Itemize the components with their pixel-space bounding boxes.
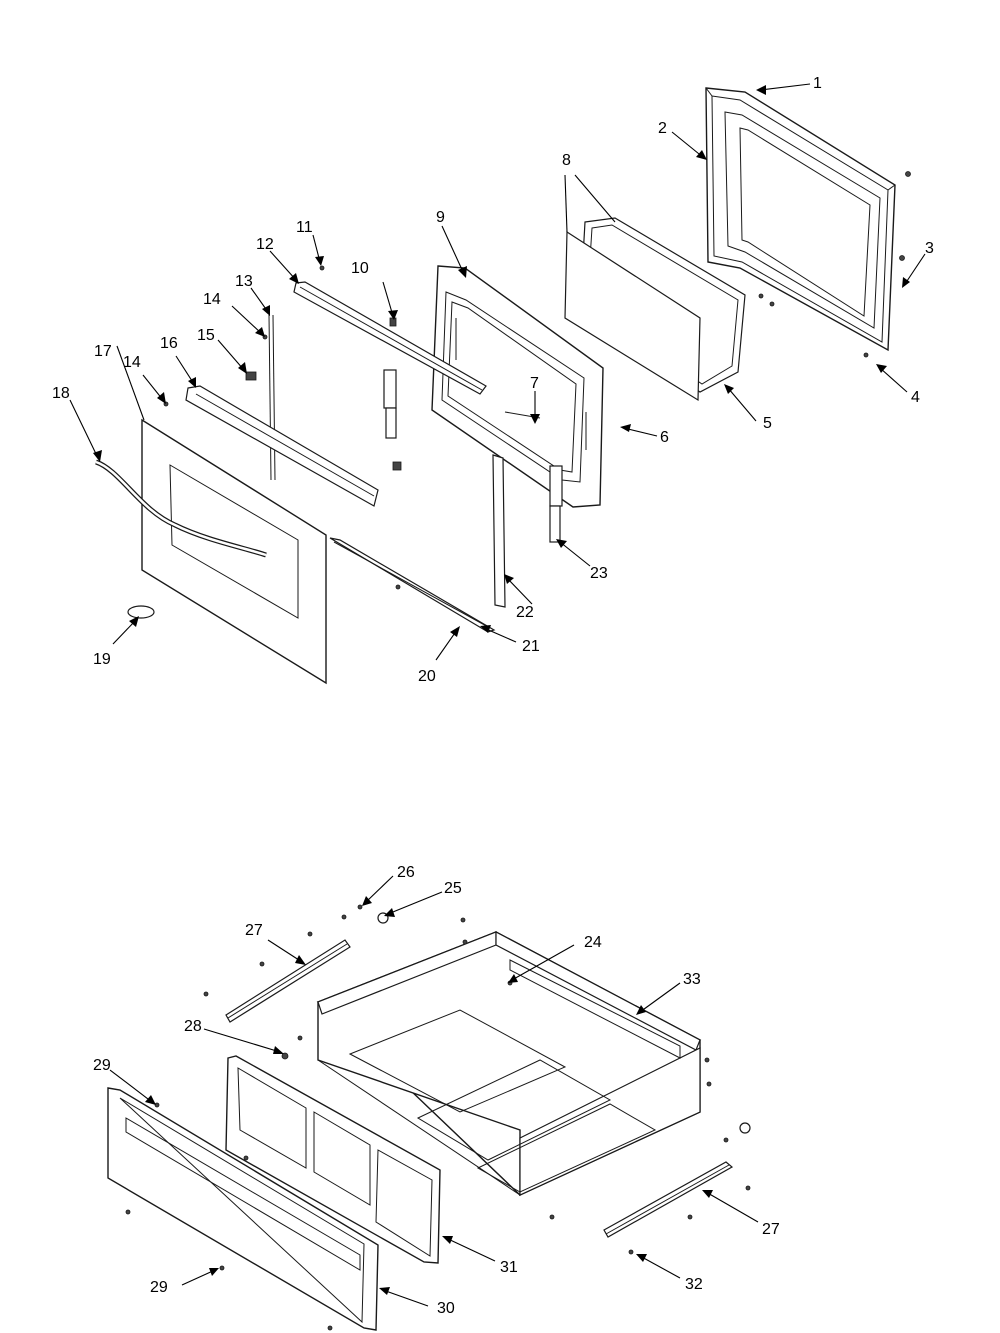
drawer-slide-left <box>225 939 351 1023</box>
door-handle <box>95 459 267 558</box>
callout-22: 22 <box>516 604 534 621</box>
door-glass-panes <box>564 217 746 402</box>
callout-21: 21 <box>522 638 540 655</box>
door-outer-panel <box>141 418 327 685</box>
callout-13: 13 <box>235 273 253 290</box>
callout-10: 10 <box>351 260 369 277</box>
callout-32: 32 <box>685 1276 703 1293</box>
door-vertical-rod <box>268 314 272 481</box>
drawer-box <box>316 931 702 1197</box>
callout-12: 12 <box>256 236 274 253</box>
drawer-slide-right <box>603 1161 734 1238</box>
callout-31: 31 <box>500 1259 518 1276</box>
door-inner-liner <box>705 87 896 352</box>
door-bumper <box>245 371 257 381</box>
callout-30: 30 <box>437 1300 455 1317</box>
callout-numbers: 1 2 3 4 5 6 7 8 9 10 11 12 13 14 14 15 1… <box>52 75 934 1317</box>
callout-7: 7 <box>530 375 539 392</box>
callout-6: 6 <box>660 429 669 446</box>
door-bottom-rail <box>329 537 496 633</box>
callout-24: 24 <box>584 934 602 951</box>
callout-16: 16 <box>160 335 178 352</box>
callout-18: 18 <box>52 385 70 402</box>
callout-14-upper: 14 <box>203 291 221 308</box>
callout-2: 2 <box>658 120 667 137</box>
callout-5: 5 <box>763 415 772 432</box>
door-top-trim <box>293 281 487 395</box>
callout-27-left: 27 <box>245 922 263 939</box>
callout-9: 9 <box>436 209 445 226</box>
door-screw <box>319 265 325 271</box>
callout-4: 4 <box>911 389 920 406</box>
callout-20: 20 <box>418 668 436 685</box>
door-clip-part <box>389 317 397 327</box>
drawer-roller-right <box>739 1122 751 1134</box>
door-hinge-left <box>383 369 402 471</box>
callout-15: 15 <box>197 327 215 344</box>
callout-28: 28 <box>184 1018 202 1035</box>
callout-17: 17 <box>94 343 112 360</box>
callout-23: 23 <box>590 565 608 582</box>
callout-11: 11 <box>296 219 313 236</box>
door-hinge-right <box>549 465 563 543</box>
drawer-assembly <box>107 904 751 1331</box>
door-vent-channel <box>185 385 379 507</box>
oven-door-assembly <box>95 87 911 685</box>
callout-29-upper: 29 <box>93 1057 111 1074</box>
callout-19: 19 <box>93 651 111 668</box>
callout-leaders <box>69 83 926 1307</box>
drawer-front-panel <box>107 1087 379 1331</box>
door-badge <box>127 605 155 619</box>
door-vertical-strip <box>492 454 506 608</box>
callout-26: 26 <box>397 864 415 881</box>
callout-29-lower: 29 <box>150 1279 168 1296</box>
callout-1: 1 <box>813 75 822 92</box>
callout-33: 33 <box>683 971 701 988</box>
callout-3: 3 <box>925 240 934 257</box>
drawer-inner-front <box>225 1055 441 1264</box>
callout-25: 25 <box>444 880 462 897</box>
callout-14-lower: 14 <box>123 354 141 371</box>
callout-8: 8 <box>562 152 571 169</box>
callout-27-right: 27 <box>762 1221 780 1238</box>
